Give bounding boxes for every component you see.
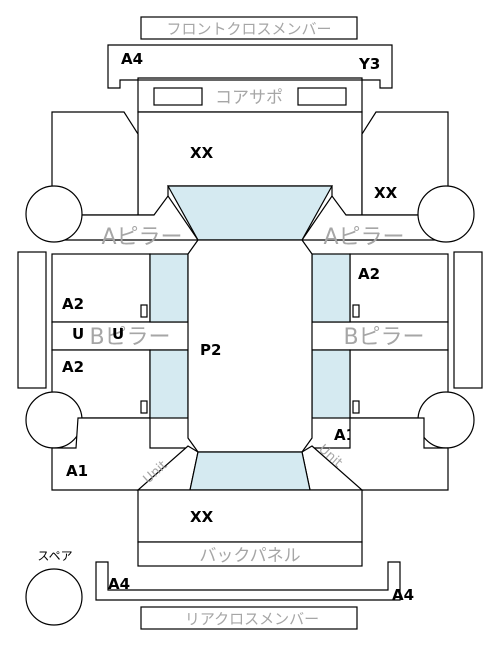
back-panel-part[interactable]	[137, 541, 363, 567]
rear-member-right-code: A4	[392, 586, 414, 604]
p2-code: P2	[200, 341, 221, 359]
spare-tire[interactable]	[25, 568, 83, 626]
rear-right-wheel[interactable]	[417, 391, 475, 449]
left-rear-window[interactable]	[149, 349, 189, 419]
a2-right-code: A2	[358, 265, 380, 283]
rear-cross-member-box[interactable]	[140, 606, 358, 630]
a2-left-upper-code: A2	[62, 295, 84, 313]
left-side-sill[interactable]	[17, 251, 47, 389]
back-panel-label: バックパネル	[199, 546, 300, 566]
right-rear-door-handle	[352, 400, 360, 414]
a-pillar-right-part[interactable]	[300, 194, 449, 241]
a2-left-lower-code: A2	[62, 358, 84, 376]
u-left-2-code: U	[112, 325, 124, 343]
front-left-wheel[interactable]	[25, 185, 83, 243]
a1-left-code: A1	[66, 462, 88, 480]
front-cross-member-box[interactable]	[140, 16, 358, 40]
right-side-sill[interactable]	[453, 251, 483, 389]
front-center-code: XX	[190, 144, 214, 162]
core-support-left-slot	[153, 87, 203, 106]
rear-left-quarter[interactable]	[51, 417, 189, 491]
front-right-wheel[interactable]	[417, 185, 475, 243]
core-support-right-slot	[297, 87, 347, 106]
spare-label: スペア	[37, 549, 72, 563]
rear-left-wheel[interactable]	[25, 391, 83, 449]
rear-center-code: XX	[190, 508, 214, 526]
left-rear-door-handle	[140, 400, 148, 414]
right-front-window[interactable]	[311, 253, 351, 323]
trunk-part[interactable]	[137, 489, 363, 543]
front-cross-member-part[interactable]	[107, 44, 393, 89]
left-rear-door[interactable]	[51, 349, 151, 419]
core-support-label: コアサポ	[215, 88, 283, 108]
left-front-door-handle	[140, 304, 148, 318]
front-cross-member-label: フロントクロスメンバー	[166, 20, 331, 38]
front-member-left-code: A4	[121, 50, 143, 68]
front-member-right-code: Y3	[358, 55, 380, 73]
rear-cross-member-label: リアクロスメンバー	[185, 610, 319, 628]
u-left-1-code: U	[72, 325, 84, 343]
rear-window[interactable]	[189, 451, 311, 491]
right-rear-window[interactable]	[311, 349, 351, 419]
a-pillar-right-label: Aピラー	[323, 225, 404, 250]
rear-cross-member-part[interactable]	[95, 561, 401, 601]
b-pillar-left-label: Bピラー	[89, 325, 170, 350]
b-pillar-right-label: Bピラー	[343, 325, 424, 350]
a-pillar-left-label: Aピラー	[101, 225, 182, 250]
front-right-fender-code: XX	[374, 184, 398, 202]
left-front-window[interactable]	[149, 253, 189, 323]
rear-member-left-code: A4	[108, 575, 130, 593]
right-front-door-handle	[352, 304, 360, 318]
